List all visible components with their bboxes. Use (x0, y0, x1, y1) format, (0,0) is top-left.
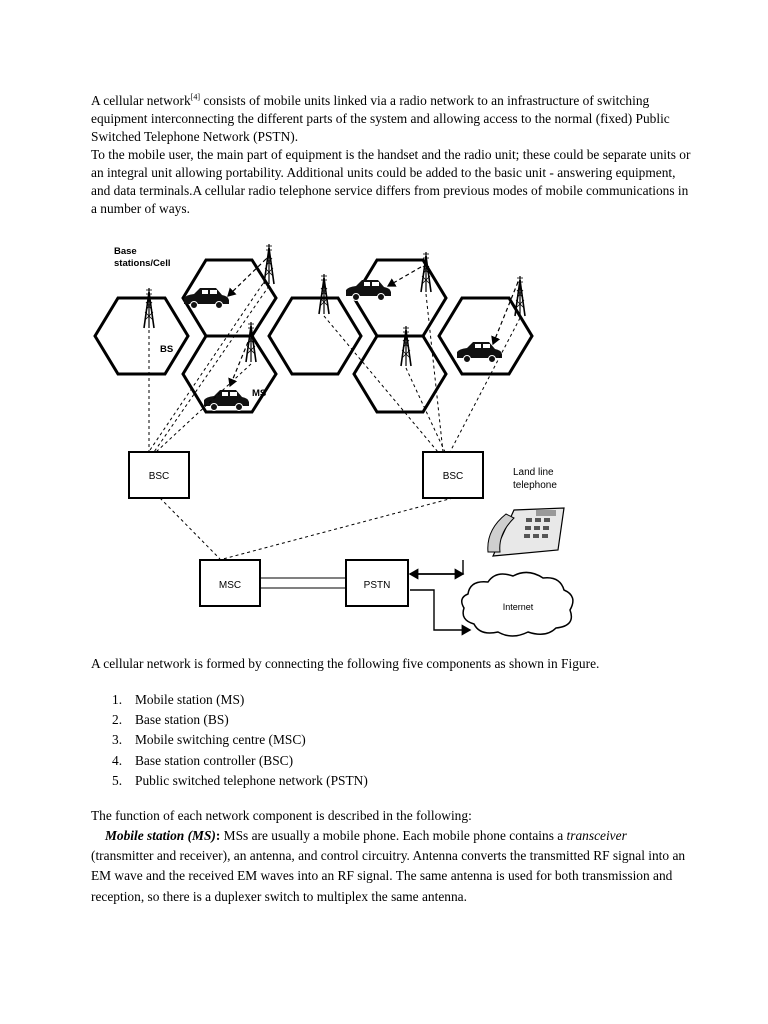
pstn-label: PSTN (364, 580, 391, 591)
cellular-network-figure: BSC BSC MSC PSTN Land line telephone Int… (88, 234, 588, 642)
component-list: 1.Mobile station (MS) 2.Base station (BS… (112, 690, 368, 791)
reference-marker[interactable]: [4] (191, 93, 200, 102)
ms-label: MS (252, 388, 266, 399)
msc-label: MSC (219, 580, 241, 591)
landline-label-line1: Land line (513, 467, 554, 478)
list-item: 4.Base station controller (BSC) (112, 751, 368, 771)
internet-label: Internet (503, 602, 534, 612)
figure-caption: A cellular network is formed by connecti… (91, 656, 599, 672)
list-item: 2.Base station (BS) (112, 710, 368, 730)
base-stations-label-line2: stations/Cell (114, 258, 171, 269)
intro-user-paragraph: To the mobile user, the main part of equ… (91, 147, 690, 216)
landline-telephone-icon (488, 508, 564, 556)
function-intro: The function of each network component i… (91, 808, 472, 824)
ms-description: Mobile station (MS): MSs are usually a m… (91, 826, 689, 907)
bsc-left-label: BSC (149, 471, 170, 482)
transceiver-term: transceiver (567, 828, 627, 843)
base-stations-label-line1: Base (114, 246, 137, 257)
bsc-right-label: BSC (443, 471, 464, 482)
list-item: 1.Mobile station (MS) (112, 690, 368, 710)
intro-text-start: A cellular network (91, 93, 191, 108)
list-item: 5.Public switched telephone network (PST… (112, 771, 368, 791)
landline-label-line2: telephone (513, 480, 557, 491)
backhaul-links (149, 282, 520, 559)
list-item: 3.Mobile switching centre (MSC) (112, 730, 368, 750)
intro-paragraph: A cellular network[4] consists of mobile… (91, 92, 691, 218)
mobile-station-cars (184, 280, 502, 411)
pstn-links (410, 560, 470, 630)
ms-heading: Mobile station (MS) (105, 828, 216, 843)
cell-hexagons (95, 260, 532, 412)
bs-label: BS (160, 344, 173, 355)
